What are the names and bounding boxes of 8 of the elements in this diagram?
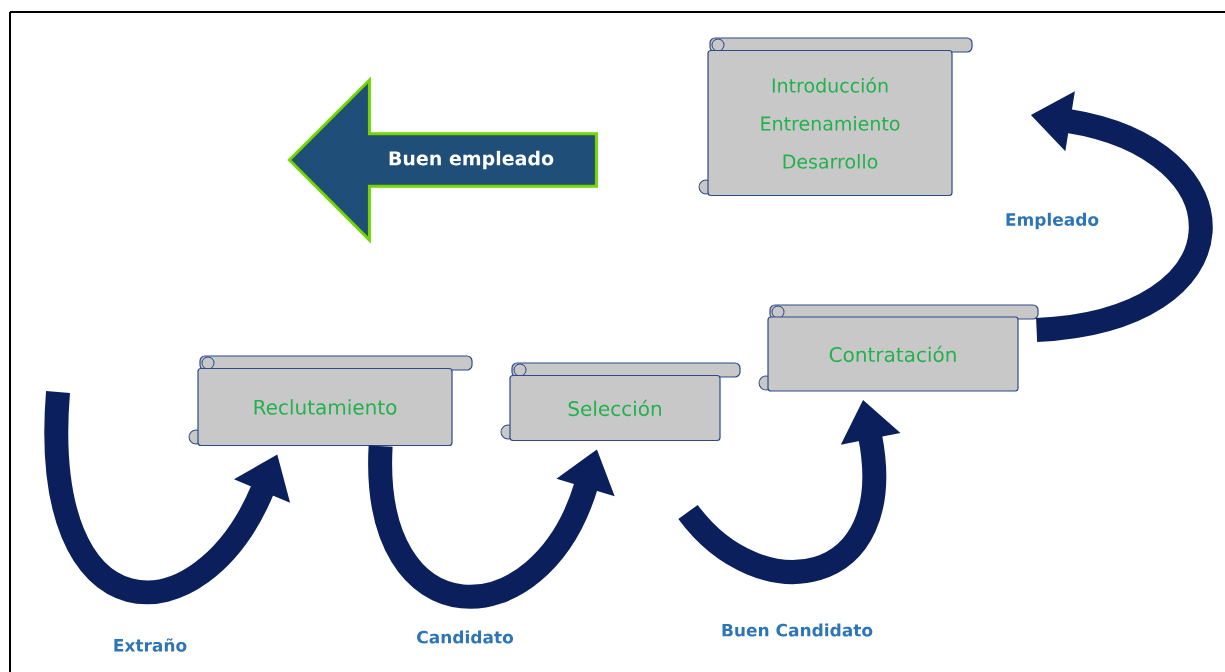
scroll-box: Contratación xyxy=(758,304,1039,392)
edge-label: Buen Candidato xyxy=(719,622,875,638)
edge-label: Empleado xyxy=(1003,211,1101,231)
edge-label: Candidato xyxy=(415,629,515,645)
scroll-box: Selección xyxy=(500,362,741,442)
scroll-box: Reclutamiento xyxy=(188,355,473,447)
scroll-box: Introducción Entrenamiento Desarrollo xyxy=(698,37,973,197)
edge-label: Extraño xyxy=(111,637,189,653)
